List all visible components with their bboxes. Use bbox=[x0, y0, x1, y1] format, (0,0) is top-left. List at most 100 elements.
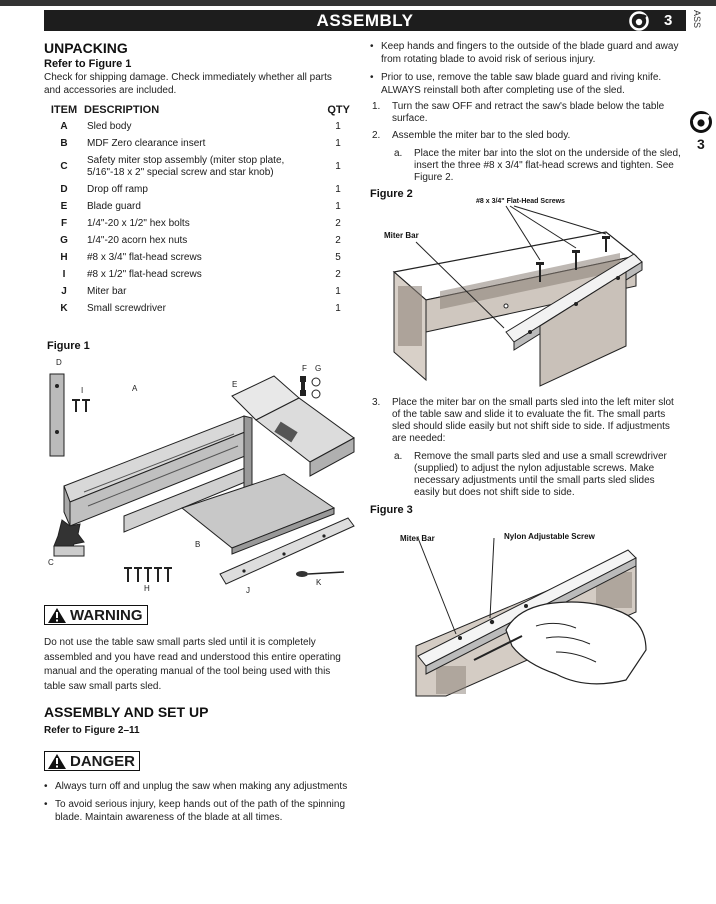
parts-cell-item: K bbox=[60, 303, 68, 314]
assembly-refer: Refer to Figure 2–11 bbox=[44, 725, 140, 736]
parts-cell-qty: 1 bbox=[335, 138, 341, 149]
danger-bullets: Always turn off and unplug the saw when … bbox=[44, 780, 349, 829]
unpacking-heading: UNPACKING bbox=[44, 40, 128, 56]
danger-bullet-1: Always turn off and unplug the saw when … bbox=[44, 780, 349, 793]
step-1-number: 1. bbox=[372, 101, 381, 112]
brand-logo-icon bbox=[629, 11, 649, 31]
parts-cell-description: 1/4"-20 acorn hex nuts bbox=[87, 235, 188, 246]
fig2-label-miter-bar: Miter Bar bbox=[384, 231, 419, 240]
parts-cell-qty: 1 bbox=[335, 201, 341, 212]
figure1-drawing bbox=[49, 373, 355, 585]
figure1-illustration: D I A E F G B C H J K bbox=[44, 356, 364, 596]
parts-cell-item: I bbox=[62, 269, 66, 280]
parts-cell-item: F bbox=[60, 218, 68, 229]
table-row: F 1/4"-20 x 1/2" hex bolts 2 bbox=[44, 216, 354, 233]
col-qty: QTY bbox=[327, 104, 350, 116]
table-row: H #8 x 3/4" flat-head screws 5 bbox=[44, 250, 354, 267]
figure3-title: Figure 3 bbox=[370, 504, 413, 516]
fig1-label-h: H bbox=[144, 584, 150, 593]
table-row: C Safety miter stop assembly (miter stop … bbox=[44, 153, 354, 182]
step-3-number: 3. bbox=[372, 397, 381, 408]
parts-cell-qty: 1 bbox=[335, 303, 341, 314]
step-2: 2. Assemble the miter bar to the sled bod… bbox=[370, 130, 682, 184]
warning-label: WARNING bbox=[70, 606, 143, 624]
figure2-drawing bbox=[392, 205, 643, 387]
parts-cell-qty: 1 bbox=[335, 184, 341, 195]
fig1-label-j: J bbox=[246, 586, 250, 595]
parts-cell-description: MDF Zero clearance insert bbox=[87, 138, 206, 149]
fig3-label-miter-bar: Miter Bar bbox=[400, 534, 435, 543]
fig1-label-c: C bbox=[48, 558, 54, 567]
parts-cell-qty: 1 bbox=[335, 121, 341, 132]
fig1-label-g: G bbox=[315, 364, 322, 373]
fig1-label-i: I bbox=[81, 386, 84, 395]
warning-triangle-icon bbox=[48, 607, 66, 623]
side-tab-text: ASS bbox=[692, 10, 702, 29]
right-bullet-1: Keep hands and fingers to the outside of… bbox=[370, 40, 680, 66]
step-3a-text: Remove the small parts sled and use a sm… bbox=[414, 451, 667, 498]
parts-cell-item: C bbox=[60, 161, 68, 172]
page-title: ASSEMBLY bbox=[316, 11, 414, 30]
parts-cell-qty: 2 bbox=[335, 218, 341, 229]
table-row: B MDF Zero clearance insert 1 bbox=[44, 136, 354, 153]
step-2a-text: Place the miter bar into the slot on the… bbox=[414, 148, 681, 183]
danger-bullet-2: To avoid serious injury, keep hands out … bbox=[44, 798, 349, 824]
step-2a-number: a. bbox=[394, 148, 403, 159]
parts-cell-item: J bbox=[61, 286, 67, 297]
step-3: 3.Place the miter bar on the small parts… bbox=[370, 397, 682, 499]
side-page-number: 3 bbox=[697, 136, 705, 152]
parts-cell-item: H bbox=[60, 252, 68, 263]
col-item: ITEM bbox=[50, 104, 78, 116]
warning-box: WARNING bbox=[44, 605, 148, 625]
parts-cell-description: #8 x 3/4" flat-head screws bbox=[87, 252, 202, 263]
step-1-text: Turn the saw OFF and retract the saw's b… bbox=[392, 101, 665, 124]
parts-cell-qty: 1 bbox=[335, 286, 341, 297]
parts-cell-item: B bbox=[60, 138, 68, 149]
step-2-number: 2. bbox=[372, 130, 381, 141]
parts-cell-description: Small screwdriver bbox=[87, 303, 166, 314]
section-banner: ASSEMBLY 3 bbox=[44, 10, 686, 31]
parts-cell-description: #8 x 1/2" flat-head screws bbox=[87, 269, 202, 280]
fig1-label-a: A bbox=[132, 384, 138, 393]
fig2-label-screws: #8 x 3/4" Flat-Head Screws bbox=[476, 198, 565, 205]
col-description: DESCRIPTION bbox=[84, 104, 160, 116]
right-bullets: Keep hands and fingers to the outside of… bbox=[370, 40, 680, 102]
assembly-heading: ASSEMBLY AND SET UP bbox=[44, 704, 209, 720]
figure3-illustration: Miter Bar Nylon Adjustable Screw bbox=[396, 526, 658, 706]
fig1-label-k: K bbox=[316, 578, 322, 587]
parts-cell-description: 1/4"-20 x 1/2" hex bolts bbox=[87, 218, 190, 229]
warning-text: Do not use the table saw small parts sle… bbox=[44, 637, 341, 692]
figure1-title: Figure 1 bbox=[47, 340, 90, 352]
side-brand-logo-icon bbox=[690, 111, 712, 133]
danger-triangle-icon bbox=[48, 753, 66, 769]
danger-box: DANGER bbox=[44, 751, 141, 771]
right-bullet-2: Prior to use, remove the table saw blade… bbox=[370, 71, 680, 97]
danger-label: DANGER bbox=[70, 752, 136, 770]
step-1: 1. Turn the saw OFF and retract the saw's… bbox=[370, 101, 682, 125]
fig1-label-e: E bbox=[232, 380, 238, 389]
parts-cell-item: G bbox=[60, 235, 68, 246]
parts-cell-qty: 2 bbox=[335, 269, 341, 280]
parts-cell-description: Safety miter stop assembly (miter stop p… bbox=[87, 155, 285, 178]
fig1-label-b: B bbox=[195, 540, 201, 549]
table-row: I #8 x 1/2" flat-head screws 2 bbox=[44, 267, 354, 284]
fig1-label-f: F bbox=[302, 364, 307, 373]
parts-cell-qty: 1 bbox=[335, 161, 341, 172]
step-3a-number: a. bbox=[394, 451, 403, 462]
figure2-illustration: #8 x 3/4" Flat-Head Screws Miter Bar bbox=[380, 196, 680, 388]
table-row: G 1/4"-20 acorn hex nuts 2 bbox=[44, 233, 354, 250]
parts-cell-item: A bbox=[60, 121, 68, 132]
parts-cell-qty: 2 bbox=[335, 235, 341, 246]
unpacking-intro: Check for shipping damage. Check immedia… bbox=[44, 72, 332, 96]
parts-cell-qty: 5 bbox=[335, 252, 341, 263]
parts-cell-item: E bbox=[60, 201, 68, 212]
top-rule bbox=[0, 0, 716, 6]
figure3-drawing bbox=[415, 537, 647, 697]
step-2-text: Assemble the miter bar to the sled body. bbox=[392, 130, 571, 141]
